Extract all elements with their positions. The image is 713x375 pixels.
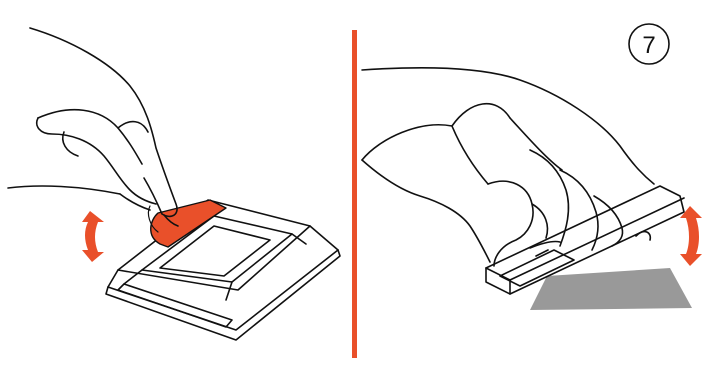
sensor-device-icon	[106, 200, 340, 340]
mounting-surface-icon	[530, 268, 692, 310]
hand-icon	[8, 28, 178, 226]
up-down-arrow-icon	[680, 206, 702, 266]
step-number-badge: 7	[629, 24, 669, 64]
up-down-arrow-icon	[82, 211, 104, 262]
press-device-onto-surface-panel: 7	[362, 24, 702, 310]
panel-divider	[352, 30, 357, 358]
step-number-label: 7	[642, 32, 655, 59]
peel-adhesive-tape-panel	[8, 28, 340, 340]
